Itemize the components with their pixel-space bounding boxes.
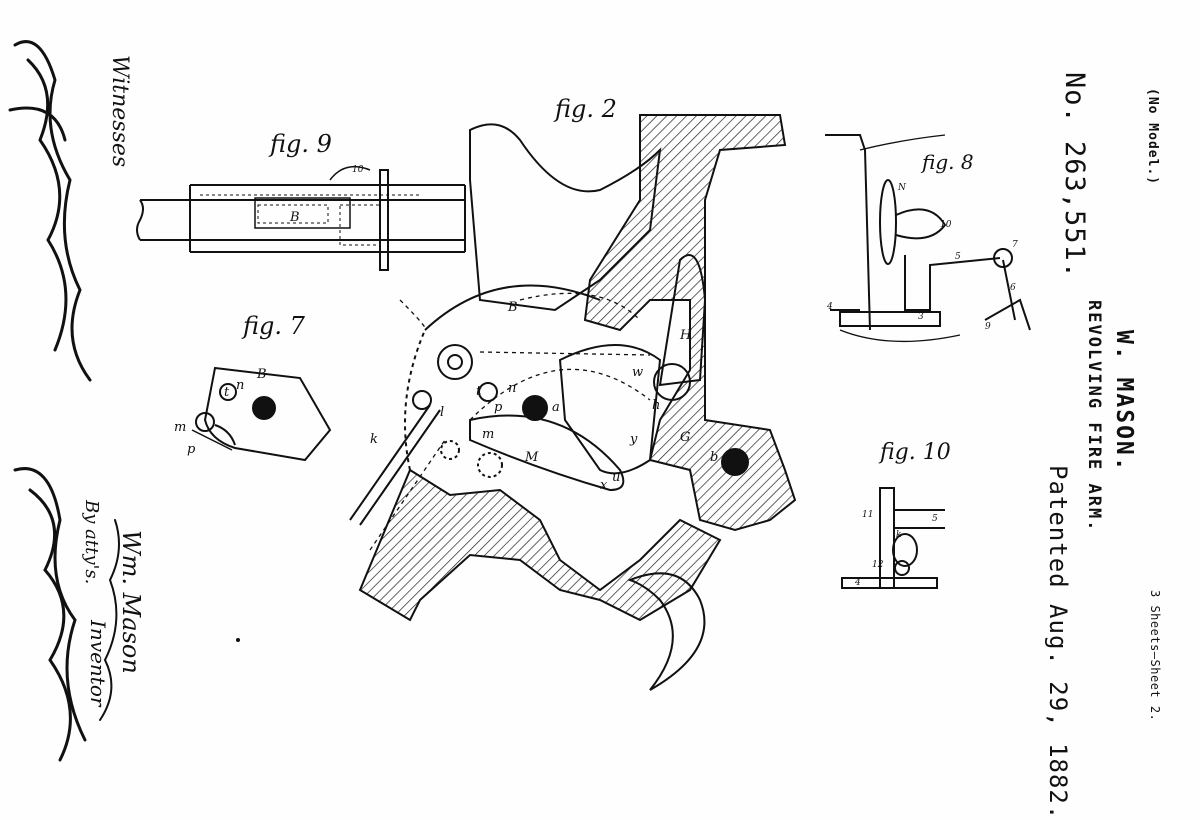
fig9-label: fig. 9 (270, 130, 332, 158)
fig2-letter-x: x (600, 478, 608, 493)
fig8-letter-n: N (898, 183, 906, 193)
fig2-letter-small-h: h (652, 398, 661, 413)
inventor-name: W. MASON. (1111, 330, 1137, 473)
fig10-letter-k: k (896, 530, 902, 540)
fig2-drawing (349, 114, 797, 691)
attorneys-label: By atty's. (81, 500, 102, 585)
fig9-letter-b: B (290, 210, 300, 225)
fig8-letter-9: 9 (985, 322, 991, 332)
fig2-letter-y: y (630, 432, 638, 447)
inventor-signature-strokes (99, 519, 120, 721)
fig8-letter-7: 7 (1012, 240, 1018, 250)
fig2-letter-g: G (680, 430, 691, 445)
fig2-letter-p: p (494, 400, 503, 415)
fig8-label: fig. 8 (922, 150, 974, 174)
fig8-letter-10: 10 (940, 220, 952, 230)
fig2-letter-b: B (508, 300, 518, 315)
fig2-letter-a: a (552, 400, 560, 415)
fig2-label: fig. 2 (555, 95, 617, 123)
fig2-letter-l: l (440, 405, 445, 420)
fig10-label: fig. 10 (880, 440, 951, 465)
witness-signatures (8, 40, 92, 762)
fig2-letter-m: m (482, 427, 495, 442)
patent-drawings (8, 40, 1031, 762)
fig10-letter-4: 4 (855, 578, 861, 588)
fig7-letter-m: m (174, 420, 187, 435)
fig7-letter-b: B (257, 367, 267, 382)
fig10-letter-5: 5 (932, 514, 938, 524)
sheet-number: 3 Sheets—Sheet 2. (1148, 590, 1162, 722)
witnesses-label: Witnesses (107, 55, 132, 168)
fig10-letter-12: 12 (872, 560, 884, 570)
patent-number: No. 263,551. (1059, 72, 1090, 280)
fig2-letter-n: n (508, 381, 517, 396)
fig9-drawing (136, 165, 466, 271)
ink-dot (236, 638, 240, 642)
fig10-drawing (841, 487, 945, 589)
fig2-letter-k: k (370, 432, 378, 447)
inventor-suffix: Inventor (86, 620, 110, 707)
fig8-letter-3: 3 (918, 312, 924, 322)
fig2-letter-b-lower: b (710, 450, 719, 465)
fig2-letter-m-upper: M (525, 450, 539, 465)
fig8-letter-6: 6 (1010, 283, 1016, 293)
fig2-letter-w: w (632, 365, 644, 380)
fig2-letter-h: H (680, 328, 692, 343)
fig8-drawing (825, 134, 1031, 343)
fig2-letter-u: u (612, 470, 621, 485)
fig2-letter-t: t (476, 384, 482, 399)
patent-date: Patented Aug. 29, 1882. (1044, 465, 1072, 820)
fig7-letter-p: p (187, 442, 196, 457)
invention-title: REVOLVING FIRE ARM. (1084, 300, 1104, 533)
patent-drawing-sheet: (No Model.) No. 263,551. W. MASON. REVOL… (8, 40, 1162, 820)
fig7-label: fig. 7 (243, 312, 305, 340)
fig9-letter-10: 10 (352, 165, 364, 175)
inventor-signature: Wm. Mason (117, 530, 145, 674)
fig10-letter-11: 11 (862, 510, 874, 520)
fig7-drawing (191, 366, 332, 462)
fig8-letter-5: 5 (955, 252, 961, 262)
fig7-letter-t: t (224, 385, 230, 400)
no-model-label: (No Model.) (1145, 88, 1160, 186)
fig7-letter-n: n (236, 378, 245, 393)
fig8-letter-4: 4 (827, 302, 833, 312)
